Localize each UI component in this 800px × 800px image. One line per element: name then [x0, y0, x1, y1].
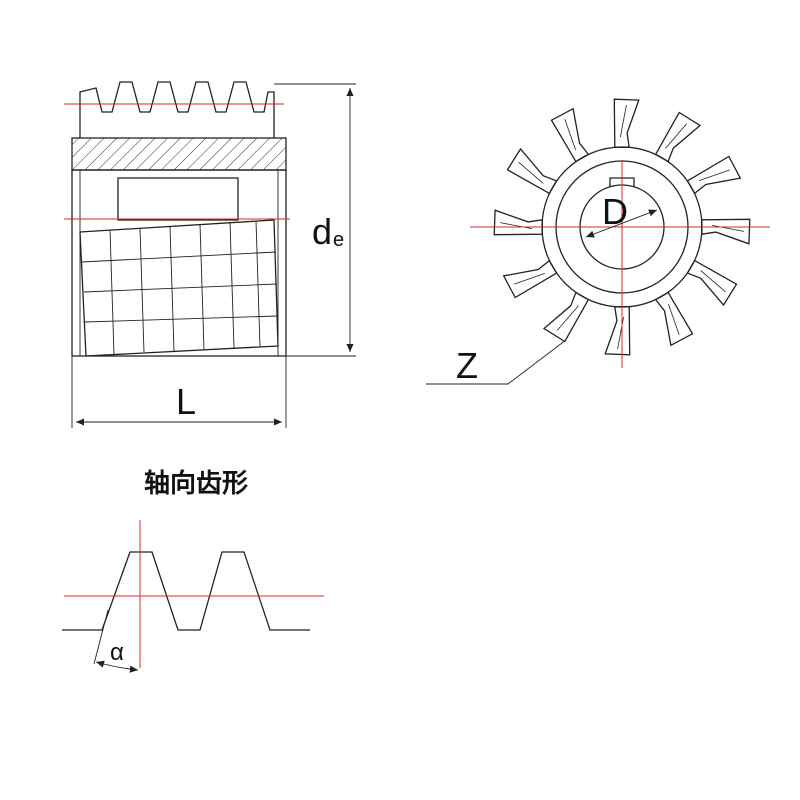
wheel-tooth-face — [665, 123, 688, 149]
wheel-tooth — [654, 291, 694, 347]
wheel-tooth-face — [668, 303, 680, 335]
wheel-tooth — [686, 259, 738, 307]
length-label: L — [176, 381, 196, 422]
side-view: d e L — [64, 81, 356, 428]
wheel-tooth-face — [500, 222, 533, 230]
wheel-tooth-face — [514, 273, 546, 285]
wheel-tooth-face — [617, 316, 625, 349]
wheel-tooth-face — [556, 305, 579, 331]
wheel-tooth — [502, 259, 558, 299]
wheel-tooth — [686, 155, 742, 195]
wheel-tooth — [542, 291, 590, 343]
wheel-tooth — [701, 218, 751, 245]
cutter-body — [71, 169, 287, 357]
wheel-tooth — [493, 209, 543, 236]
tooth-strip — [79, 81, 275, 138]
bore-diameter-label: D — [602, 191, 628, 232]
wheel-tooth-face — [564, 119, 576, 151]
wheel-tooth — [613, 98, 640, 148]
section-title: 轴向齿形 — [144, 468, 248, 499]
wheel-tooth-face — [619, 105, 627, 138]
wheel-tooth — [604, 306, 631, 356]
flute-grid — [79, 219, 279, 357]
pressure-angle-label: α — [110, 639, 124, 666]
wheel-tooth-face — [700, 270, 726, 293]
wheel-tooth-face — [711, 224, 744, 232]
wheel-tooth — [654, 111, 702, 163]
keyway — [117, 177, 239, 221]
wheel-tooth-face — [698, 169, 730, 181]
wheel-tooth-face — [518, 161, 544, 184]
hatched-section — [71, 137, 287, 171]
front-view: D Z — [426, 98, 770, 386]
teeth-count-label: Z — [456, 345, 478, 386]
wheel-tooth — [550, 107, 590, 163]
outer-diameter-subscript: e — [333, 229, 344, 251]
axial-profile: α — [62, 520, 324, 673]
outer-diameter-label: d — [312, 211, 332, 252]
wheel-tooth — [506, 147, 558, 195]
